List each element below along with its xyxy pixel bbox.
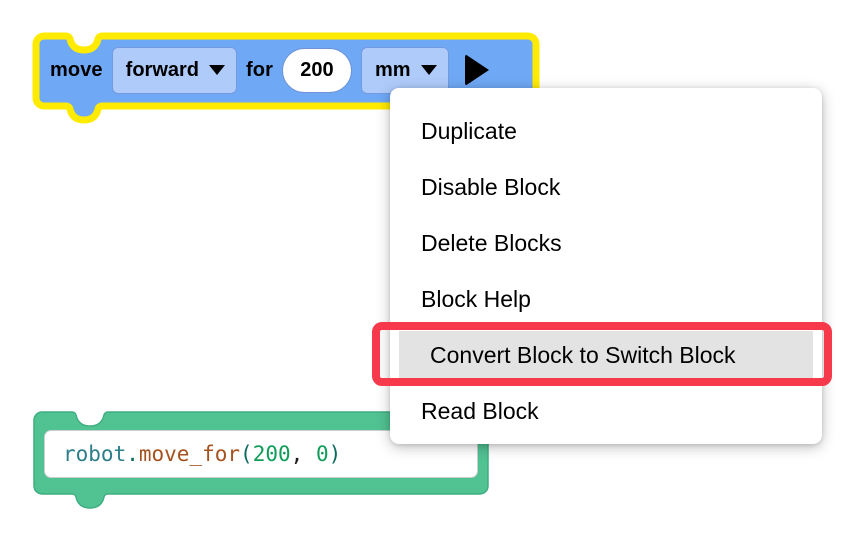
menu-item-read-block[interactable]: Read Block [390,387,822,435]
direction-dropdown-value: forward [125,58,199,81]
units-dropdown-value: mm [374,58,411,81]
move-block[interactable]: move forward for 200 mm [28,32,544,124]
menu-item-disable-block[interactable]: Disable Block [390,163,822,211]
menu-item-duplicate[interactable]: Duplicate [390,107,822,155]
units-dropdown[interactable]: mm [360,46,449,94]
play-triangle-icon[interactable] [464,54,489,86]
code-token-arg2: 0 [315,441,329,466]
move-block-fields: move forward for 200 mm [28,34,544,106]
direction-dropdown[interactable]: forward [111,46,237,94]
distance-input[interactable]: 200 [281,47,352,93]
code-token-variable: robot [63,441,127,466]
chevron-down-icon [209,64,225,75]
chevron-down-icon [420,64,437,75]
code-token-function: move_for [138,441,241,466]
menu-item-delete-blocks[interactable]: Delete Blocks [390,219,822,267]
menu-item-block-help[interactable]: Block Help [390,275,822,323]
code-token-close-paren: ) [328,441,342,466]
distance-input-value: 200 [300,59,334,81]
code-token-arg1: 200 [252,441,291,466]
menu-item-label: Disable Block [421,173,561,200]
code-token-comma: , [290,441,304,466]
menu-item-label: Block Help [421,285,531,312]
menu-item-label: Duplicate [421,117,517,144]
code-token-space [303,442,316,466]
code-token-open-paren: ( [240,441,253,466]
move-label: move [50,58,103,81]
menu-item-label: Convert Block to Switch Block [430,341,736,368]
code-text: robot.move_for(200, 0) [63,441,342,466]
code-token-dot: . [126,441,139,466]
for-label: for [246,58,273,81]
menu-item-label: Read Block [421,397,539,424]
menu-item-convert-block-to-switch-block[interactable]: Convert Block to Switch Block [399,331,813,379]
menu-item-label: Delete Blocks [421,229,562,256]
block-context-menu[interactable]: Duplicate Disable Block Delete Blocks Bl… [390,88,822,444]
